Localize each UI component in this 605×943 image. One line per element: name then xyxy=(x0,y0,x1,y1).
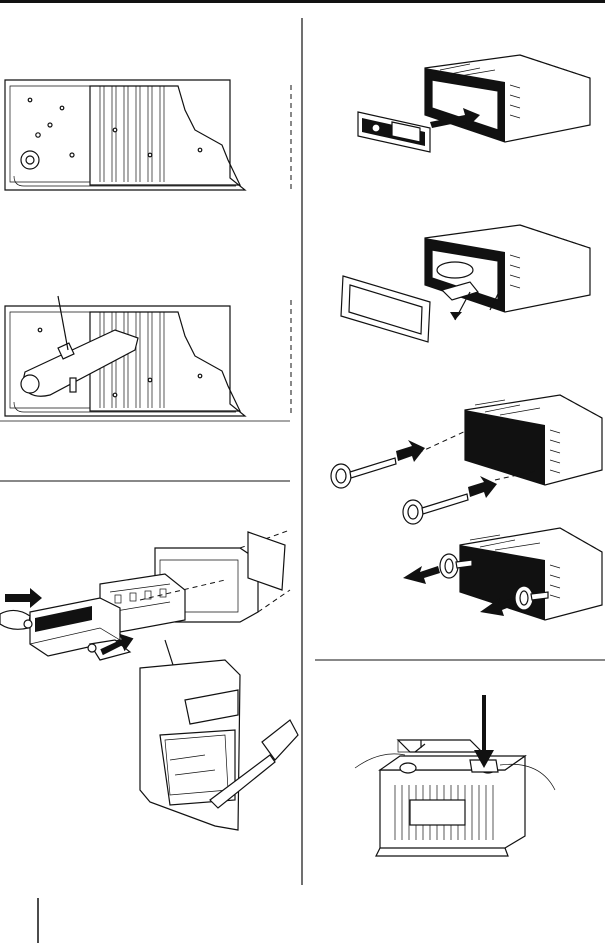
figure-release-keys-pull xyxy=(403,528,602,620)
figure-rear-chassis-clip xyxy=(5,80,291,190)
figure-trim-frame-removal xyxy=(341,225,590,342)
figure-front-panel-removal xyxy=(358,55,590,152)
figure-release-keys-insert xyxy=(331,395,602,524)
figure-rear-chassis-cable xyxy=(5,296,291,416)
figure-battery-disconnect xyxy=(355,695,555,856)
figure-install-exploded xyxy=(0,530,298,830)
